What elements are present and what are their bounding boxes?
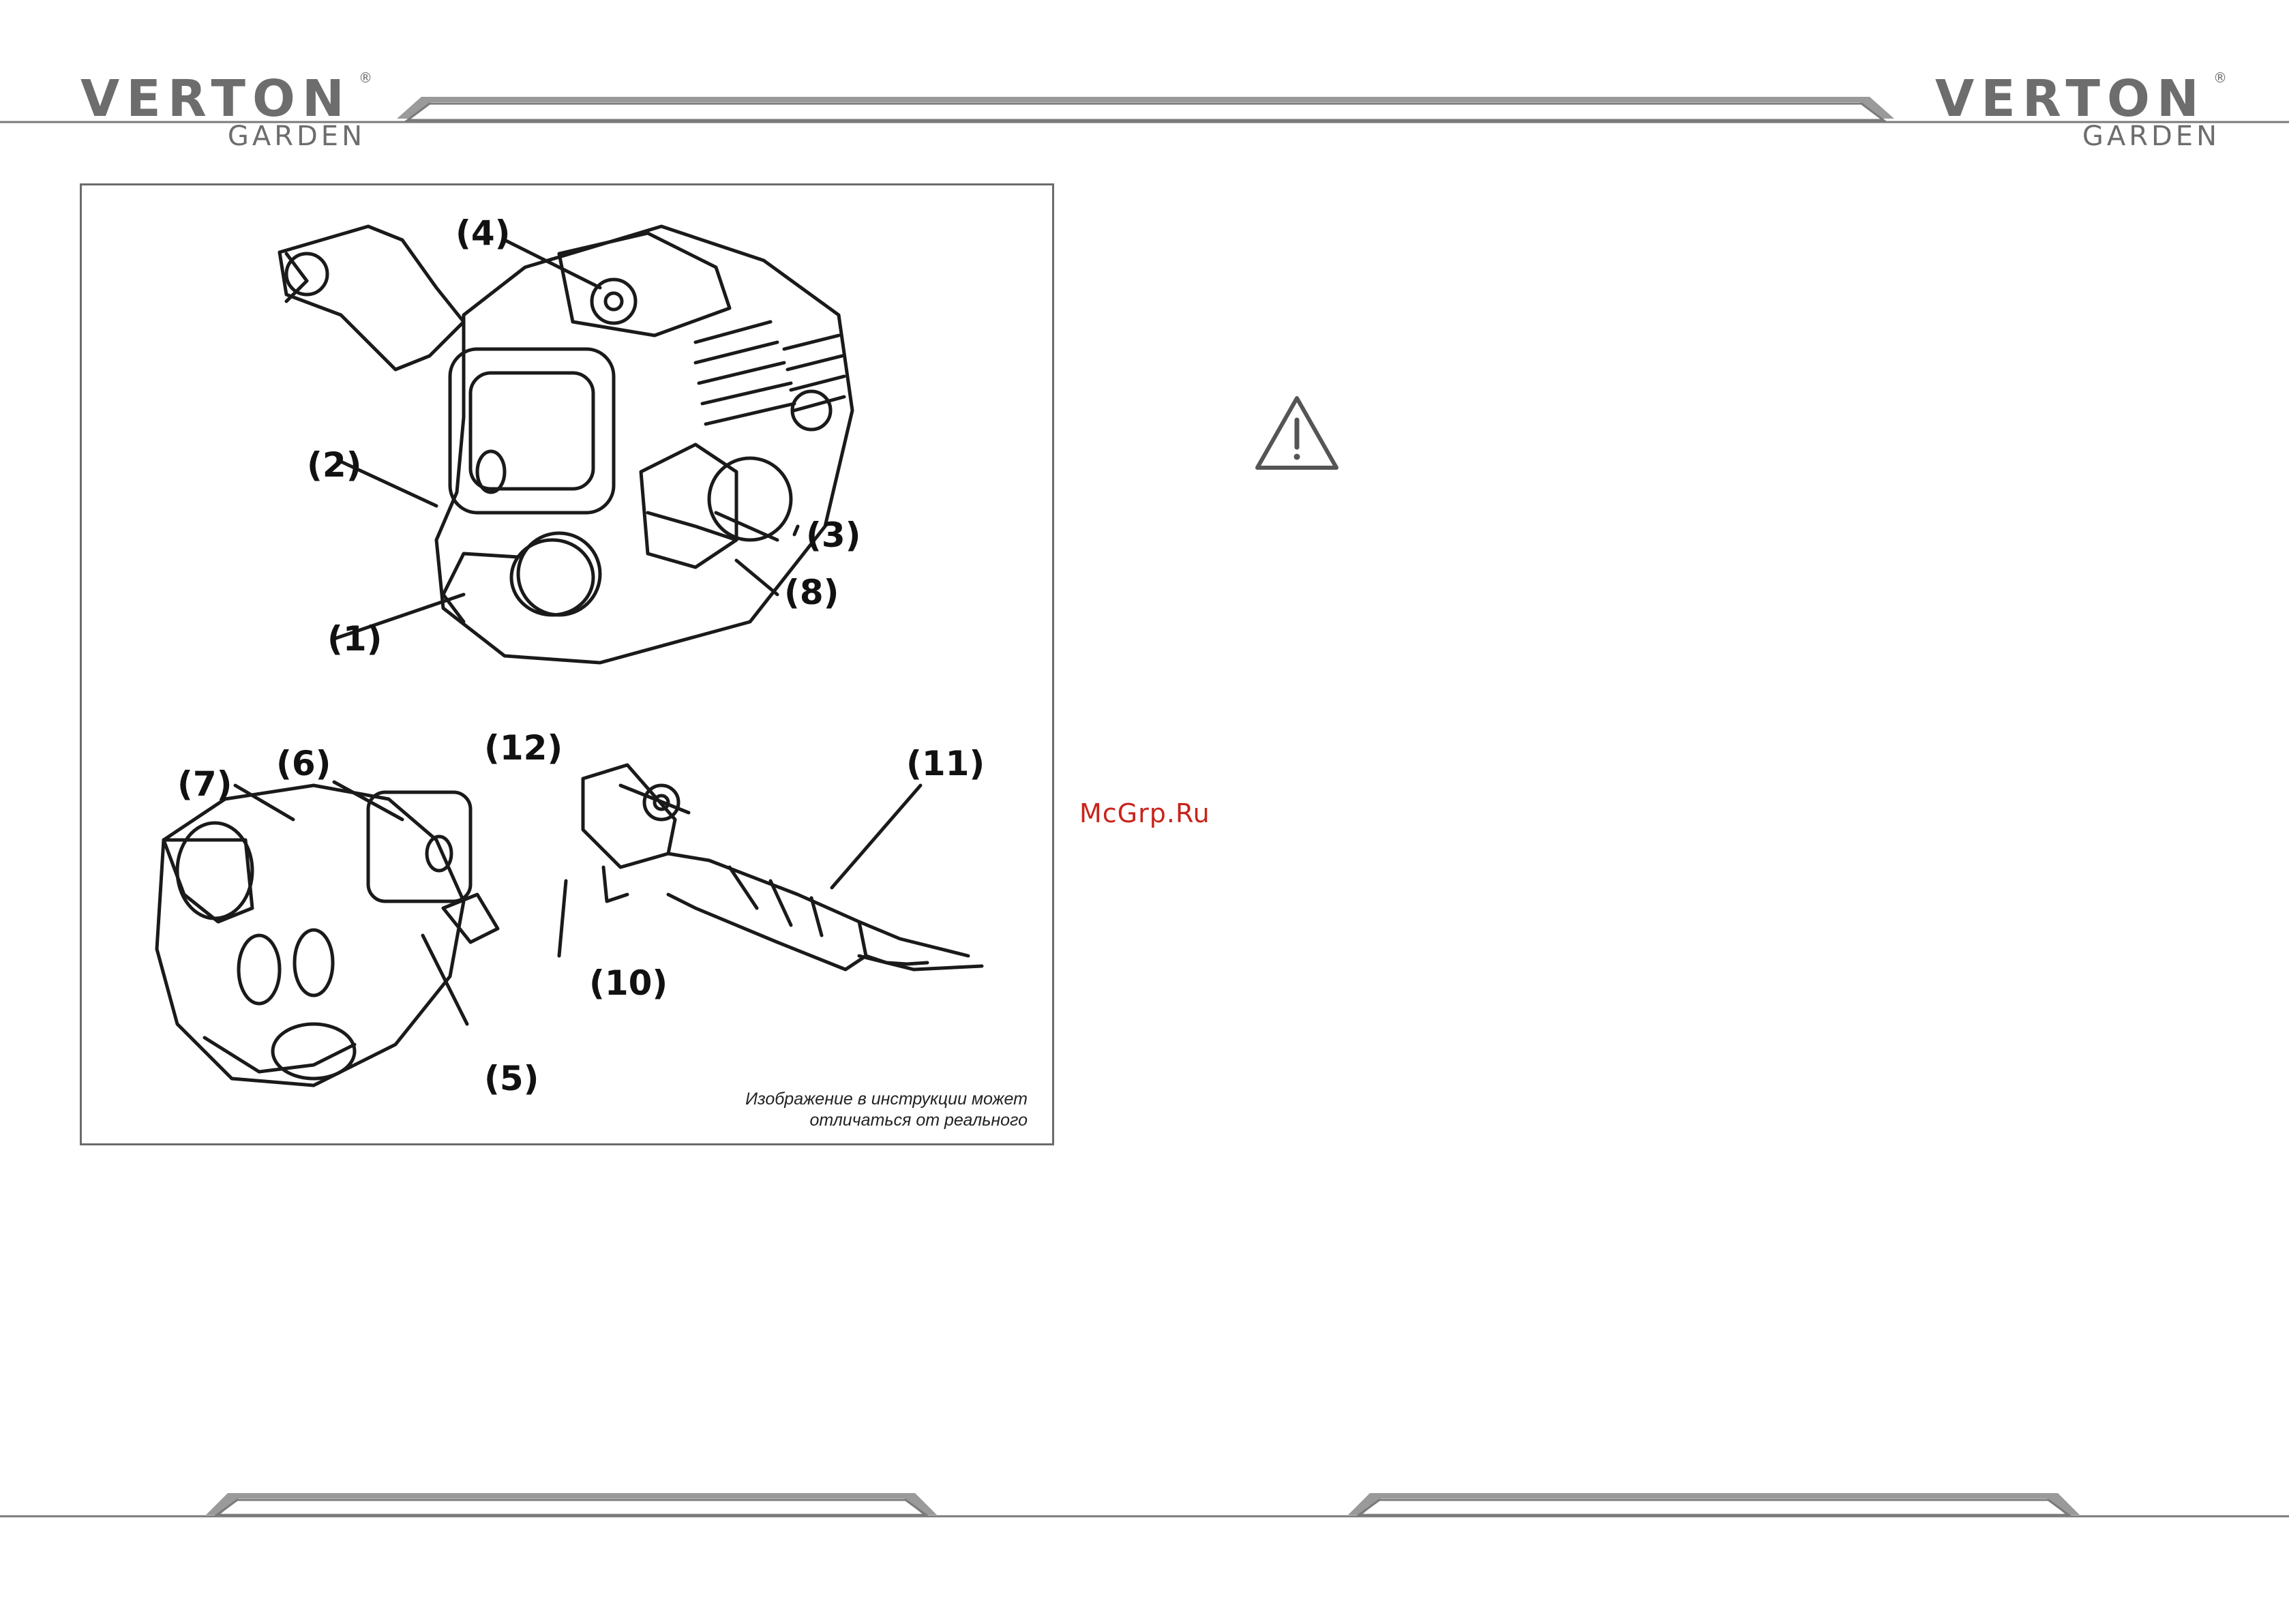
warning-triangle-icon [1257, 398, 1336, 468]
disclaimer-line-1: Изображение в инструкции может [745, 1089, 1028, 1110]
logo-sub-text: GARDEN [1935, 123, 2221, 150]
logo-sub-text: GARDEN [80, 123, 367, 150]
callout-3: (3) [806, 518, 861, 552]
logo-brand-text: VERTON [80, 74, 351, 124]
callout-2: (2) [307, 448, 362, 482]
logo-registered-mark: ® [359, 70, 372, 86]
figure-disclaimer: Изображение в инструкции может отличатьс… [745, 1089, 1028, 1131]
callout-8: (8) [784, 575, 839, 610]
callout-11: (11) [906, 747, 985, 781]
watermark-link[interactable]: McGrp.Ru [1079, 798, 1210, 828]
callout-10: (10) [589, 966, 668, 1000]
callout-1: (1) [327, 622, 383, 656]
brand-logo-right: VERTON ® GARDEN [1935, 74, 2221, 162]
callout-6: (6) [276, 747, 331, 781]
callout-4: (4) [455, 216, 511, 250]
logo-registered-mark: ® [2213, 70, 2227, 86]
footer-band-right [1348, 1493, 2080, 1515]
callout-5: (5) [484, 1062, 539, 1096]
brand-logo-left: VERTON ® GARDEN [80, 74, 367, 162]
product-figure: (4) (2) (3) (8) (1) (6) (7) (5) (12) (11… [80, 183, 1054, 1145]
callout-7: (7) [177, 767, 233, 801]
callout-12: (12) [484, 731, 563, 765]
disclaimer-line-2: отличаться от реального [745, 1110, 1028, 1131]
engine-line-drawing [82, 185, 1056, 1147]
logo-brand-text: VERTON [1935, 74, 2206, 124]
